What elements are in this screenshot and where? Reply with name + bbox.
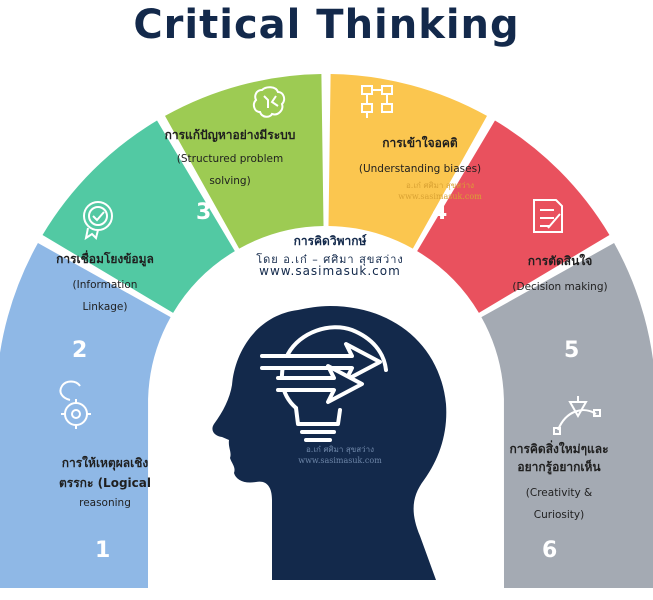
segment-3-wedge — [165, 74, 324, 249]
center-title: การคิดวิพากษ์ — [293, 234, 367, 248]
title: Critical Thinking — [133, 2, 520, 48]
segment-3-english-line2: solving) — [209, 175, 251, 187]
segment-3-number: 3 — [196, 200, 212, 225]
flowchart-icon — [361, 85, 393, 118]
segment-2-thai: การเชื่อมโยงข้อมูล — [56, 252, 154, 266]
segment-6-number: 6 — [542, 538, 558, 563]
head-watermark: อ.เก๋ ศศิมา สุขสว่าง www.sasimasuk.com — [290, 444, 390, 466]
segment-4-number: 4 — [432, 200, 448, 225]
document-pen-icon — [533, 199, 563, 233]
segment-4-thai: การเข้าใจอคติ — [382, 136, 458, 150]
segment-5-number: 5 — [564, 338, 580, 363]
segment-5-label: การตัดสินใจ (Decision making) — [490, 252, 630, 298]
segment-5-thai: การตัดสินใจ — [527, 254, 593, 268]
segment-6-english-line1: (Creativity & — [525, 487, 593, 499]
head-watermark-name: อ.เก๋ ศศิมา สุขสว่าง — [305, 445, 375, 454]
segment-6-english-line2: Curiosity) — [533, 509, 585, 521]
head-silhouette — [212, 306, 447, 580]
segment-4-label: การเข้าใจอคติ (Understanding biases) — [340, 134, 500, 180]
center-url: www.sasimasuk.com — [259, 264, 401, 278]
segment-1-wedge — [0, 243, 171, 588]
gear-brain-icon — [59, 380, 91, 429]
segment-6-label: การคิดสิ่งใหม่ๆและ อยากรู้อยากเห็น (Crea… — [484, 440, 634, 526]
segment-1-thai-line1: การให้เหตุผลเชิง — [61, 456, 149, 470]
segment-4-wedge — [328, 74, 487, 249]
segment-2-english-line2: Linkage) — [82, 301, 128, 313]
lightbulb-arrows-icon — [260, 325, 388, 442]
segment-4-english: (Understanding biases) — [358, 163, 482, 175]
head-watermark-site: www.sasimasuk.com — [298, 456, 382, 465]
check-badge-icon — [83, 201, 113, 241]
brain-circuit-icon — [252, 86, 286, 118]
segment-6-thai-line2: อยากรู้อยากเห็น — [517, 460, 601, 474]
segment-1-english: reasoning — [79, 497, 131, 509]
segment-3-label: การแก้ปัญหาอย่างมีระบบ (Structured probl… — [150, 126, 310, 192]
vector-pen-icon — [553, 396, 601, 435]
segment-6-thai-line1: การคิดสิ่งใหม่ๆและ — [509, 442, 609, 456]
segment-2-number: 2 — [72, 338, 88, 363]
segment-1-thai-line2: ตรรกะ (Logical — [59, 476, 151, 490]
segment-2-english-line1: (Information — [72, 279, 138, 291]
segment-1-label: การให้เหตุผลเชิง ตรรกะ (Logical reasonin… — [30, 454, 180, 514]
segment-4-watermark: อ.เก๋ ศศิมา สุขสว่าง www.sasimasuk.com — [390, 180, 490, 202]
watermark-site: www.sasimasuk.com — [398, 192, 482, 201]
segment-1-number: 1 — [95, 538, 111, 563]
watermark-name: อ.เก๋ ศศิมา สุขสว่าง — [405, 181, 475, 190]
center-author: โดย อ.เก๋ – ศศิมา สุขสว่าง — [256, 253, 404, 266]
segment-2-label: การเชื่อมโยงข้อมูล (Information Linkage) — [40, 250, 170, 318]
segment-5-wedge — [417, 120, 610, 313]
segment-3-english-line1: (Structured problem — [176, 153, 284, 165]
segment-3-thai: การแก้ปัญหาอย่างมีระบบ — [164, 128, 296, 142]
segment-5-english: (Decision making) — [512, 281, 608, 293]
segment-2-wedge — [42, 120, 235, 313]
